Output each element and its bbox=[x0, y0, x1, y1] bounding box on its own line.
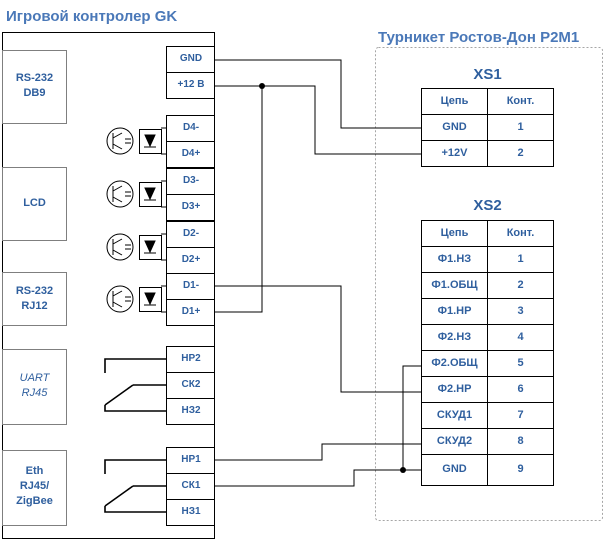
block-eth bbox=[2, 450, 67, 526]
xs2-row3-contact: 3 bbox=[517, 305, 524, 317]
block-label-eth: Eth RJ45/ ZigBee bbox=[16, 465, 53, 507]
xs1-row2-circuit: +12V bbox=[441, 147, 468, 159]
optocoupler-d4 bbox=[106, 127, 166, 155]
optocoupler-d2 bbox=[106, 233, 166, 261]
xs2-row6-circuit: Ф2.НР bbox=[437, 383, 472, 395]
junction-12v bbox=[259, 83, 265, 89]
terminal-ck1: СК1 bbox=[181, 480, 201, 491]
terminal-d2-plus: D2+ bbox=[181, 254, 201, 265]
xs2-row1-circuit: Ф1.НЗ bbox=[437, 253, 472, 265]
block-label-rs232-db9: RS-232 DB9 bbox=[15, 72, 54, 99]
xs2-row5-circuit: Ф2.ОБЩ bbox=[431, 357, 478, 369]
wire-12v-to-d1plus bbox=[214, 86, 263, 313]
xs2-row4-contact: 4 bbox=[517, 331, 524, 343]
xs2-row6-contact: 6 bbox=[517, 383, 524, 395]
xs1-row1-circuit: GND bbox=[442, 121, 467, 133]
xs2-row4-circuit: Ф2.НЗ bbox=[437, 331, 472, 343]
relay-1 bbox=[104, 459, 166, 513]
optocoupler-d1 bbox=[106, 285, 166, 313]
wire-f2-common bbox=[402, 365, 421, 471]
controller-title: Игровой контролер GK bbox=[6, 8, 178, 25]
xs1-table-grid bbox=[421, 88, 554, 167]
terminal-nr1: НР1 bbox=[181, 454, 201, 465]
turnstile-title: Турникет Ростов-Дон Р2М1 bbox=[378, 29, 580, 46]
wire-ck1 bbox=[214, 469, 403, 487]
block-uart-rj45 bbox=[2, 349, 67, 425]
xs2-title: XS2 bbox=[473, 197, 502, 214]
xs2-row9-contact: 9 bbox=[517, 463, 524, 475]
wire-nr1 bbox=[214, 443, 421, 461]
terminal-nz1: НЗ1 bbox=[181, 506, 201, 517]
xs2-table-grid bbox=[421, 220, 554, 486]
block-label-lcd: LCD bbox=[23, 197, 46, 209]
terminal-d3-plus: D3+ bbox=[181, 201, 201, 212]
terminal-ck2: СК2 bbox=[181, 379, 201, 390]
junction-gnd bbox=[400, 467, 406, 473]
xs2-header-circuit: Цепь bbox=[440, 227, 469, 239]
xs2-row2-circuit: Ф1.ОБЩ bbox=[431, 279, 478, 291]
xs1-row1-contact: 1 bbox=[517, 121, 524, 133]
wire-12v bbox=[214, 85, 421, 155]
block-lcd bbox=[2, 167, 67, 241]
xs2-row8-circuit: СКУД2 bbox=[436, 435, 473, 447]
terminal-gnd: GND bbox=[179, 53, 203, 64]
optocoupler-d3 bbox=[106, 180, 166, 208]
xs2-row7-circuit: СКУД1 bbox=[436, 409, 473, 421]
terminal-d1-minus: D1- bbox=[182, 280, 200, 291]
terminal-12v: +12 B bbox=[177, 79, 205, 90]
xs2-row7-contact: 7 bbox=[517, 409, 524, 421]
xs1-header-contact: Конт. bbox=[506, 95, 535, 107]
xs1-row2-contact: 2 bbox=[517, 147, 524, 159]
xs2-row2-contact: 2 bbox=[517, 279, 524, 291]
block-rs232-db9 bbox=[2, 50, 67, 124]
xs1-header-circuit: Цепь bbox=[440, 95, 469, 107]
relay-2 bbox=[104, 358, 166, 412]
terminal-nr2: НР2 bbox=[181, 353, 201, 364]
terminal-d4-minus: D4- bbox=[182, 122, 200, 133]
terminal-d2-minus: D2- bbox=[182, 228, 200, 239]
terminal-d3-minus: D3- bbox=[182, 175, 200, 186]
wires bbox=[214, 59, 421, 487]
xs2-row8-contact: 8 bbox=[517, 435, 524, 447]
xs2-header-contact: Конт. bbox=[506, 227, 535, 239]
terminal-nz2: НЗ2 bbox=[181, 405, 201, 416]
xs2-row5-contact: 5 bbox=[517, 357, 524, 369]
xs2-row9-circuit: GND bbox=[442, 463, 467, 475]
block-rs232-rj12 bbox=[2, 272, 67, 326]
turnstile-frame bbox=[375, 47, 603, 521]
wire-gnd bbox=[214, 59, 421, 129]
wire-d1minus bbox=[214, 285, 421, 393]
block-label-rs232-rj12: RS-232 RJ12 bbox=[15, 285, 54, 312]
terminal-d4-plus: D4+ bbox=[181, 148, 201, 159]
xs2-row3-circuit: Ф1.НР bbox=[437, 305, 472, 317]
terminal-d1-plus: D1+ bbox=[181, 306, 201, 317]
xs2-row1-contact: 1 bbox=[517, 253, 524, 265]
xs1-title: XS1 bbox=[473, 66, 502, 83]
block-label-uart-rj45: UART RJ45 bbox=[19, 372, 50, 399]
